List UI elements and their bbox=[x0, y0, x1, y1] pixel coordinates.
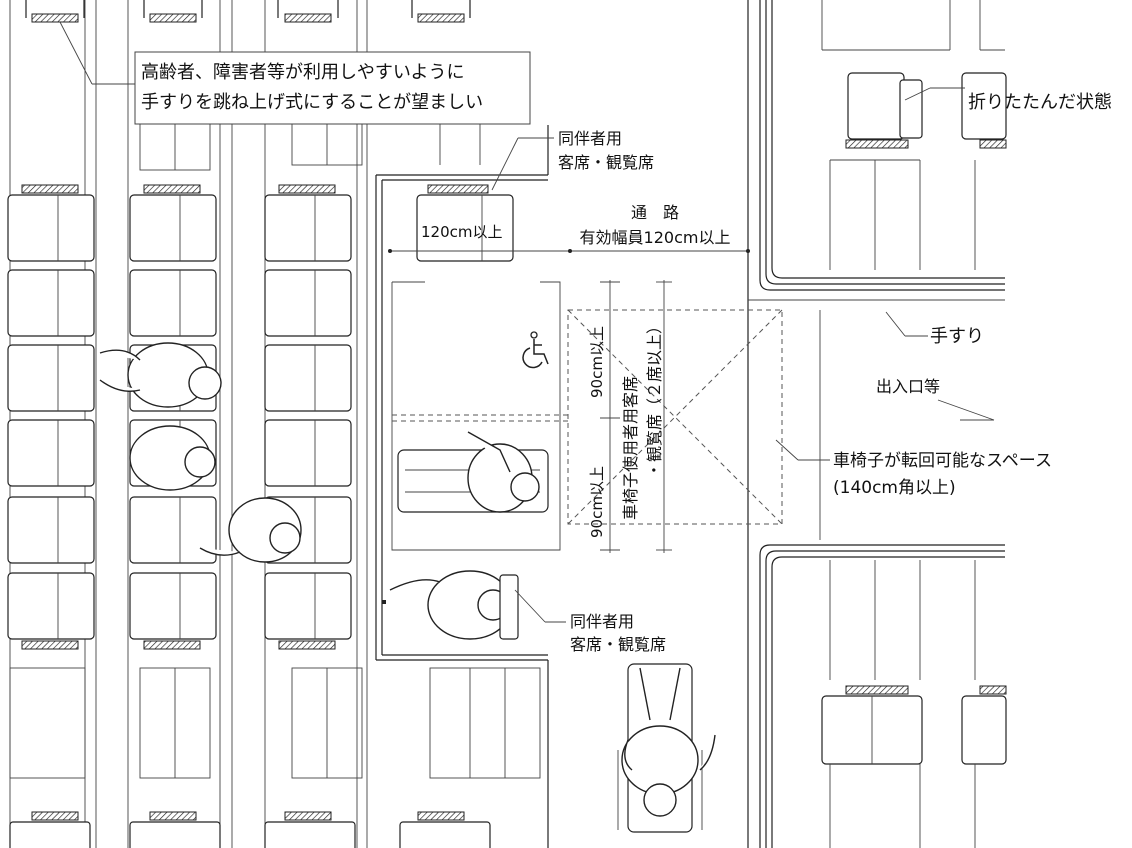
note-line1: 高齢者、障害者等が利用しやすいように bbox=[141, 62, 464, 83]
seat-grid bbox=[7, 184, 352, 650]
theater-seat bbox=[7, 572, 95, 640]
theater-seat bbox=[129, 194, 217, 262]
depth-lower-label: 90cm以上 bbox=[588, 466, 606, 538]
turn-space-line2: (140cm角以上) bbox=[833, 478, 956, 498]
companion-top-line2: 客席・観覧席 bbox=[558, 153, 654, 172]
theater-seat bbox=[264, 269, 352, 337]
turn-space-callout: 車椅子が転回可能なスペース (140cm角以上) bbox=[775, 439, 1052, 498]
theater-seat bbox=[7, 496, 95, 564]
wheelchair-spaces bbox=[391, 281, 783, 551]
theater-seat bbox=[7, 419, 95, 487]
aisle-width-label: 有効幅員120cm以上 bbox=[580, 228, 731, 247]
note-callout: 高齢者、障害者等が利用しやすいように 手すりを跳ね上げ式にすることが望ましい bbox=[59, 21, 531, 125]
wheelchair-symbol-icon bbox=[522, 331, 549, 369]
theater-seat bbox=[264, 194, 352, 262]
theater-seat bbox=[264, 344, 352, 412]
seat-row-lines bbox=[9, 0, 368, 848]
theater-seat bbox=[129, 269, 217, 337]
theater-seat bbox=[129, 496, 217, 564]
aisle-title: 通 路 bbox=[631, 203, 679, 222]
depth-upper-label: 90cm以上 bbox=[588, 326, 606, 398]
bottom-rows bbox=[9, 667, 541, 848]
depth-dimensions: 90cm以上 90cm以上 車椅子使用者用客席 ・観覧席（２席以上） bbox=[588, 280, 672, 553]
companion-top-callout: 同伴者用 客席・観覧席 bbox=[491, 129, 654, 191]
seat-back-hatch bbox=[21, 640, 79, 650]
companion-bottom-line2: 客席・観覧席 bbox=[570, 635, 666, 654]
wheelchair-occupant bbox=[397, 431, 549, 513]
companion-top-line1: 同伴者用 bbox=[558, 129, 622, 148]
top-seat-backs bbox=[25, 0, 471, 23]
entrance-callout: 出入口等 bbox=[876, 377, 995, 421]
folded-callout: 折りたたんだ状態 bbox=[904, 87, 1112, 113]
wc-seating-label-2: ・観覧席（２席以上） bbox=[645, 318, 664, 478]
handrail-label: 手すり bbox=[930, 326, 984, 347]
aisle-walls bbox=[375, 0, 821, 848]
entrance-label: 出入口等 bbox=[876, 377, 940, 396]
turn-space-line1: 車椅子が転回可能なスペース bbox=[833, 451, 1052, 471]
seat-back-hatch bbox=[21, 184, 79, 194]
theater-seat bbox=[129, 572, 217, 640]
right-top-block bbox=[748, 0, 1007, 301]
aisle-dimension: 通 路 有効幅員120cm以上 bbox=[388, 203, 750, 253]
theater-seat bbox=[264, 419, 352, 487]
seat-width-label: 120cm以上 bbox=[421, 223, 503, 241]
folded-label: 折りたたんだ状態 bbox=[968, 92, 1112, 113]
companion-bottom-callout: 同伴者用 客席・観覧席 bbox=[514, 589, 666, 654]
note-line2: 手すりを跳ね上げ式にすることが望ましい bbox=[141, 92, 483, 113]
right-bottom-block bbox=[759, 544, 1007, 848]
bottom-wheelchair bbox=[617, 663, 716, 833]
seat-back-hatch bbox=[278, 640, 336, 650]
companion-bottom-line1: 同伴者用 bbox=[570, 612, 634, 631]
seated-people bbox=[99, 342, 519, 640]
wc-seating-label: 車椅子使用者用客席 bbox=[621, 376, 640, 520]
theater-seat bbox=[7, 269, 95, 337]
seat-back-hatch bbox=[278, 184, 336, 194]
theater-seat bbox=[7, 194, 95, 262]
handrail-callout: 手すり bbox=[885, 311, 984, 347]
seat-back-hatch bbox=[143, 640, 201, 650]
companion-seat-top bbox=[416, 184, 514, 262]
seat-back-hatch bbox=[143, 184, 201, 194]
theater-seat bbox=[7, 344, 95, 412]
theater-seat bbox=[264, 572, 352, 640]
